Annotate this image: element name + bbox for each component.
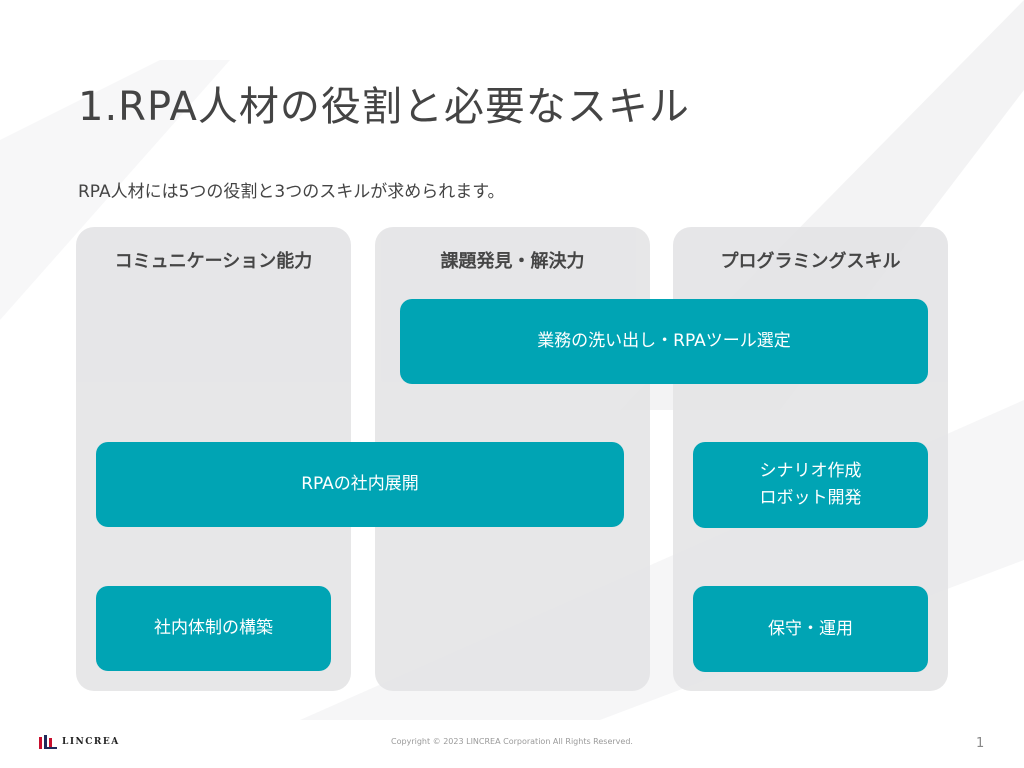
logo-text: LINCREA xyxy=(62,737,120,747)
footer-logo: LINCREA xyxy=(38,734,120,750)
task-label-line1: シナリオ作成 xyxy=(759,461,862,481)
column-header: コミュニケーション能力 xyxy=(114,251,313,272)
column-header: プログラミングスキル xyxy=(720,251,901,272)
slide-title: 1.RPA人材の役割と必要なスキル xyxy=(78,84,690,130)
copyright-text: Copyright © 2023 LINCREA Corporation All… xyxy=(391,737,633,746)
task-label: 保守・運用 xyxy=(768,618,853,639)
task-org-setup: 社内体制の構築 xyxy=(96,586,331,671)
column-header: 課題発見・解決力 xyxy=(440,251,585,272)
task-label: 業務の洗い出し・RPAツール選定 xyxy=(537,331,791,351)
task-rpa-rollout: RPAの社内展開 xyxy=(96,442,624,527)
task-scenario-robot-dev: シナリオ作成 ロボット開発 xyxy=(693,442,928,528)
slide-subtitle: RPA人材には5つの役割と3つのスキルが求められます。 xyxy=(78,182,505,202)
task-label: 社内体制の構築 xyxy=(154,618,273,638)
task-label: RPAの社内展開 xyxy=(301,474,419,494)
task-maintenance: 保守・運用 xyxy=(693,586,928,672)
task-business-review: 業務の洗い出し・RPAツール選定 xyxy=(400,299,928,384)
task-label-line2: ロボット開発 xyxy=(759,488,862,508)
page-number: 1 xyxy=(976,736,985,751)
lincrea-logo-icon xyxy=(39,735,57,749)
